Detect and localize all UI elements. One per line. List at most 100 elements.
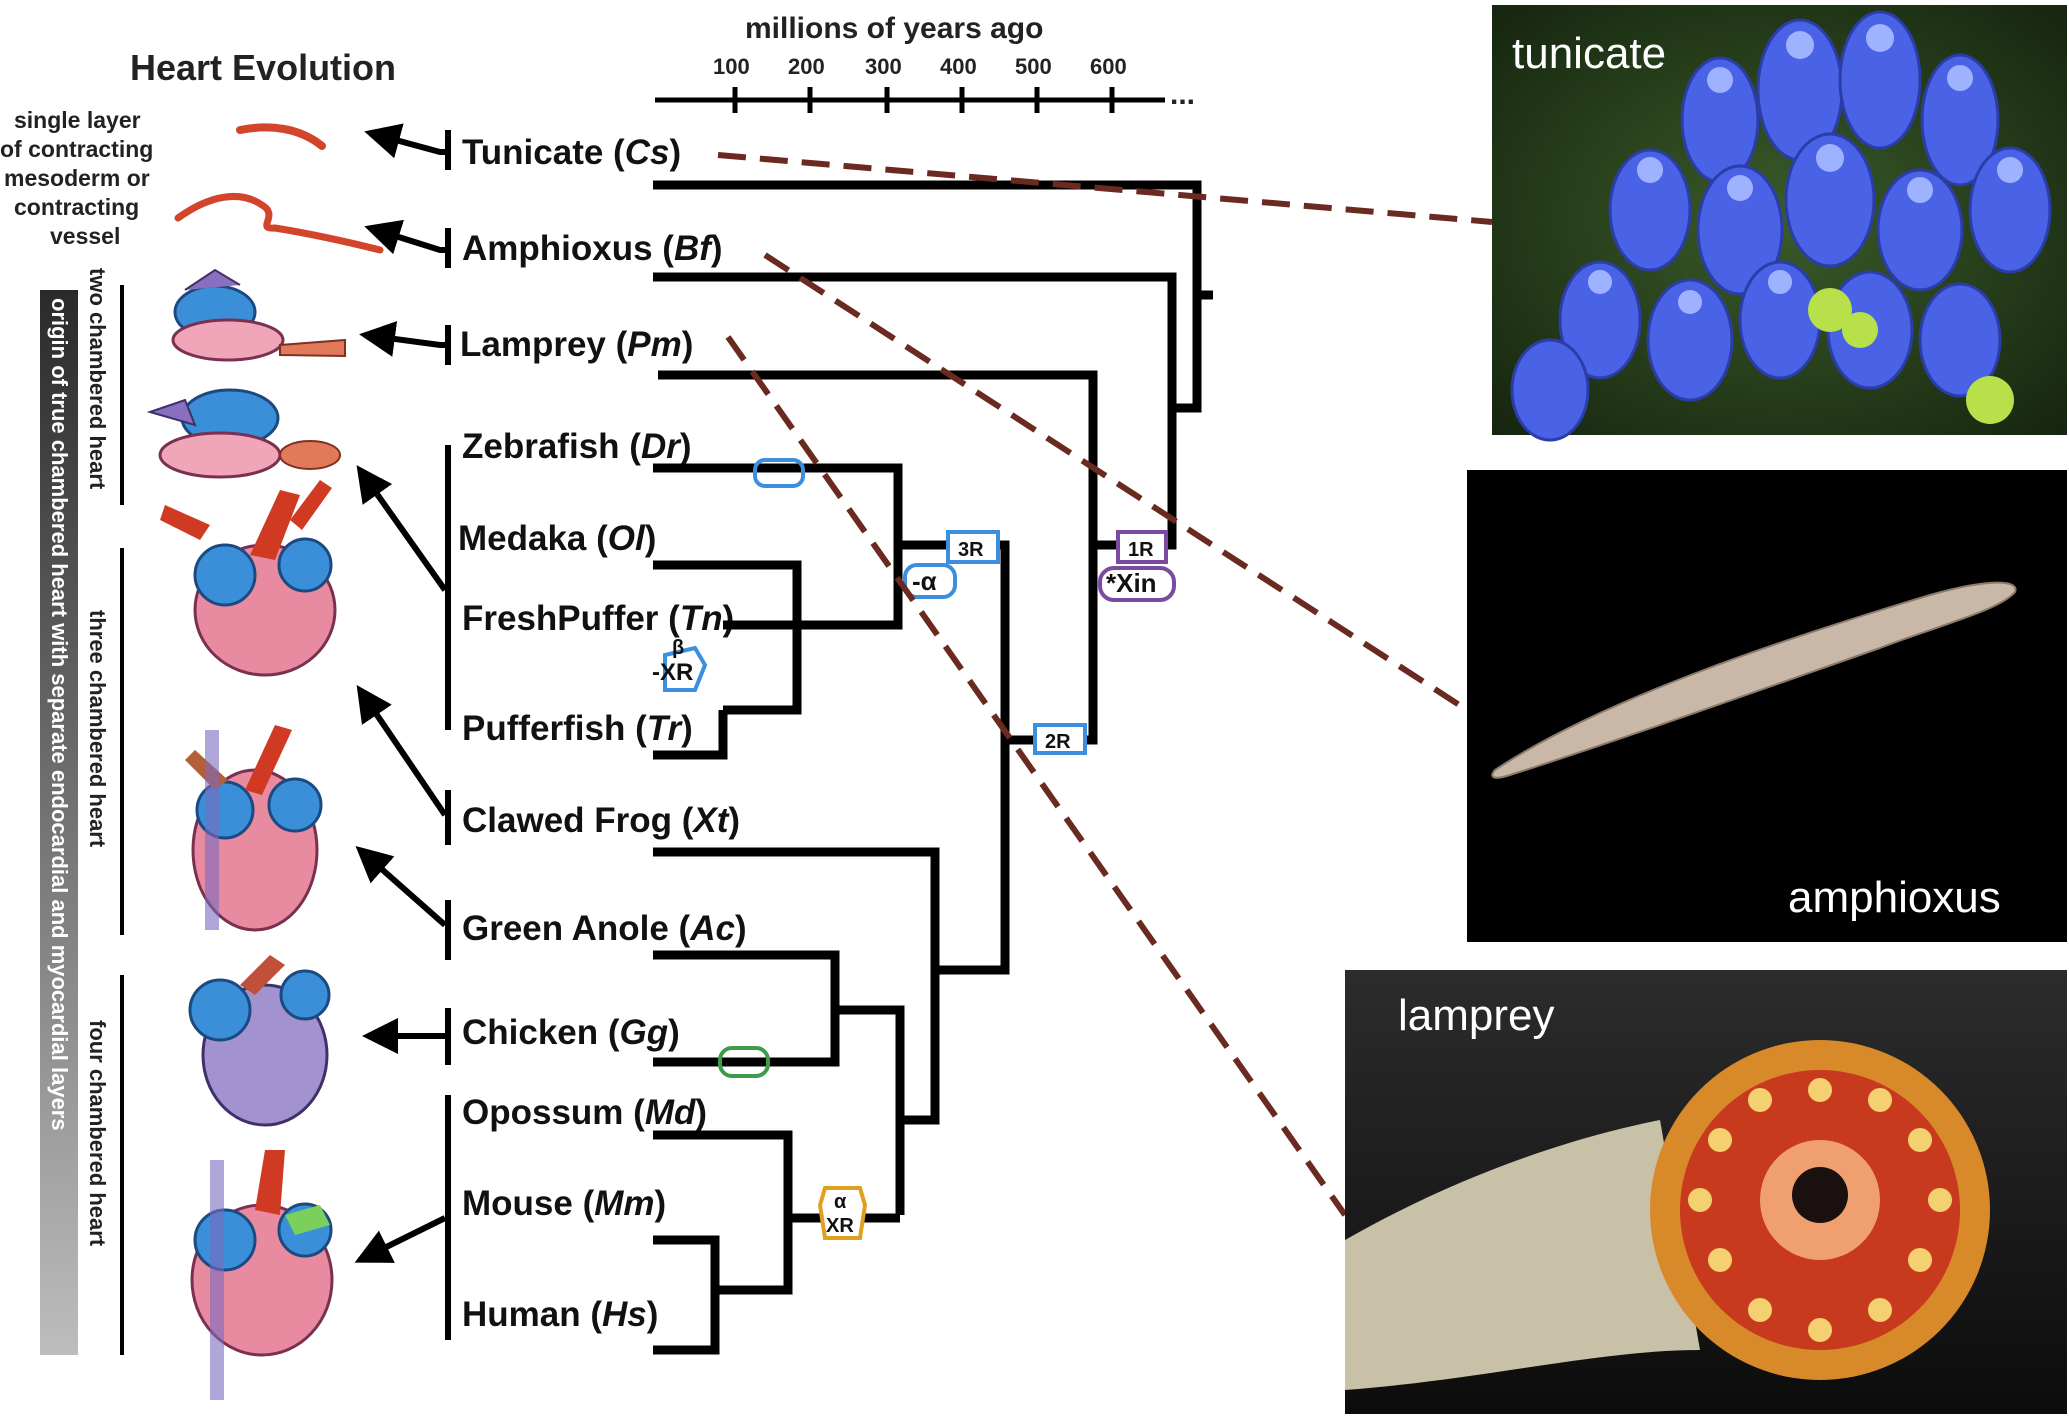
alpha-xr-marker — [817, 1186, 868, 1240]
species-label-chicken: Chicken (Gg) — [462, 1013, 680, 1052]
green-marker — [718, 1046, 770, 1078]
simple-heart-note: single layer of contracting mesoderm or … — [0, 107, 153, 249]
axis-tick-label: 100 — [713, 54, 750, 79]
amphioxus-photo-label: amphioxus — [1788, 873, 2001, 922]
species-label-lamprey: Lamprey (Pm) — [460, 325, 693, 364]
branch-amphioxus — [653, 272, 1213, 413]
note-line: vessel — [50, 223, 120, 249]
algae — [1808, 288, 2014, 424]
species-label-freshpuffer: FreshPuffer (Tn) — [462, 599, 734, 638]
species-label-human: Human (Hs) — [462, 1295, 658, 1334]
three-chambered-label: three chambered heart — [85, 610, 110, 848]
branch-pufferfish — [653, 710, 728, 760]
lamprey-heart-drawing — [171, 268, 346, 362]
connector-amphioxus — [763, 252, 1469, 713]
axis-tick-label: 200 — [788, 54, 825, 79]
side-labels: two chambered heart three chambered hear… — [40, 268, 124, 1355]
arrow — [356, 465, 448, 592]
phylogenetic-tree — [653, 180, 1213, 1355]
note-line: single layer — [14, 107, 141, 133]
branch-puffers — [723, 620, 802, 715]
three-r-text: 3R — [958, 539, 984, 561]
one-r-marker — [1116, 530, 1168, 564]
axis-tick-label: 500 — [1015, 54, 1052, 79]
amphioxus-body — [1491, 581, 2017, 779]
three-chamber-heart-drawing-1 — [160, 480, 337, 677]
arrow — [364, 123, 448, 159]
arrow — [354, 1215, 447, 1263]
amphioxus-photo-background — [1467, 470, 2067, 942]
two-r-text: 2R — [1045, 731, 1071, 753]
branch-teleosts — [797, 540, 1010, 740]
note-line: of contracting — [0, 136, 153, 162]
axis-title: millions of years ago — [745, 12, 1043, 45]
xr-marker-text: -XR — [652, 659, 693, 686]
time-axis: millions of years ago 100 200 300 400 50… — [655, 12, 1195, 113]
lamprey-body — [1345, 1120, 1700, 1390]
heart-arrows — [354, 123, 451, 1340]
four-chamber-heart-drawing-1 — [188, 955, 331, 1127]
branch-tunicate — [653, 180, 1202, 295]
xr-marker-text: XR — [826, 1215, 854, 1237]
species-labels: Tunicate (Cs) Amphioxus (Bf) Lamprey (Pm… — [458, 133, 747, 1334]
branch-reptiles — [835, 1005, 905, 1215]
one-r-text: 1R — [1128, 539, 1154, 561]
branch-vertebrates — [900, 545, 1098, 1125]
alpha-marker-text: α — [834, 1191, 847, 1213]
species-label-medaka: Medaka (Ol) — [458, 519, 656, 558]
four-chambered-label: four chambered heart — [85, 1020, 110, 1247]
note-line: mesoderm or — [4, 165, 150, 191]
species-label-amphioxus: Amphioxus (Bf) — [462, 229, 723, 268]
four-chamber-heart-drawing-2 — [190, 1150, 334, 1400]
fish-heart-drawing — [146, 388, 341, 479]
three-chamber-heart-drawing-2 — [185, 725, 323, 932]
figure-title: Heart Evolution — [130, 47, 396, 88]
species-label-pufferfish: Pufferfish (Tr) — [462, 709, 693, 748]
minus-alpha-text: -α — [912, 566, 937, 596]
species-label-opossum: Opossum (Md) — [462, 1093, 707, 1132]
branch-mammals — [715, 1213, 900, 1295]
origin-label: origin of true chambered heart with sepa… — [47, 298, 72, 1131]
lamprey-mouth-opening — [1792, 1167, 1848, 1223]
branch-medaka — [653, 560, 802, 625]
xin-marker — [1098, 566, 1176, 602]
axis-ellipsis: ... — [1170, 78, 1195, 111]
beta-marker-text: β — [672, 637, 684, 659]
axis-tick-label: 600 — [1090, 54, 1127, 79]
species-label-clawed-frog: Clawed Frog (Xt) — [462, 801, 740, 840]
branch-clawed-frog — [653, 847, 940, 970]
amphioxus-photo: amphioxus — [1467, 470, 2067, 942]
species-label-tunicate: Tunicate (Cs) — [462, 133, 681, 172]
branch-lamprey — [658, 370, 1177, 550]
two-chambered-label: two chambered heart — [85, 268, 110, 490]
axis-tick-label: 400 — [940, 54, 977, 79]
species-label-mouse: Mouse (Mm) — [462, 1184, 666, 1223]
tunicate-photo: tunicate — [1492, 5, 2067, 442]
axis-tick-label: 300 — [865, 54, 902, 79]
marker-box — [753, 458, 805, 488]
arrow — [364, 219, 448, 255]
branch-anole-chicken — [653, 950, 840, 1067]
photo-connectors — [717, 152, 1493, 1217]
lamprey-photo: lamprey — [1345, 970, 2067, 1414]
axis-ticks — [732, 87, 1115, 113]
minus-alpha-marker — [903, 563, 957, 599]
species-label-zebrafish: Zebrafish (Dr) — [462, 427, 692, 466]
amphioxus-vessel-drawing — [174, 192, 384, 254]
tree-markers: β -XR -α 3R 1R *Xin 2R α XR — [652, 458, 1176, 1240]
connector-tunicate — [717, 152, 1493, 225]
tunicate-photo-label: tunicate — [1512, 29, 1666, 78]
beta-xr-marker — [663, 645, 708, 692]
branch-opossum — [653, 1130, 793, 1218]
tunicate-siphons — [1588, 24, 2023, 314]
connector-lamprey — [725, 335, 1348, 1217]
branch-mouse-human — [653, 1235, 720, 1355]
heart-illustrations — [146, 268, 346, 1400]
branch-zebrafish — [653, 463, 903, 545]
lamprey-teeth — [1688, 1078, 1952, 1342]
arrow — [356, 685, 448, 817]
three-r-marker — [946, 530, 1000, 564]
tunicate-vessel-drawing — [236, 123, 326, 150]
species-label-green-anole: Green Anole (Ac) — [462, 909, 747, 948]
